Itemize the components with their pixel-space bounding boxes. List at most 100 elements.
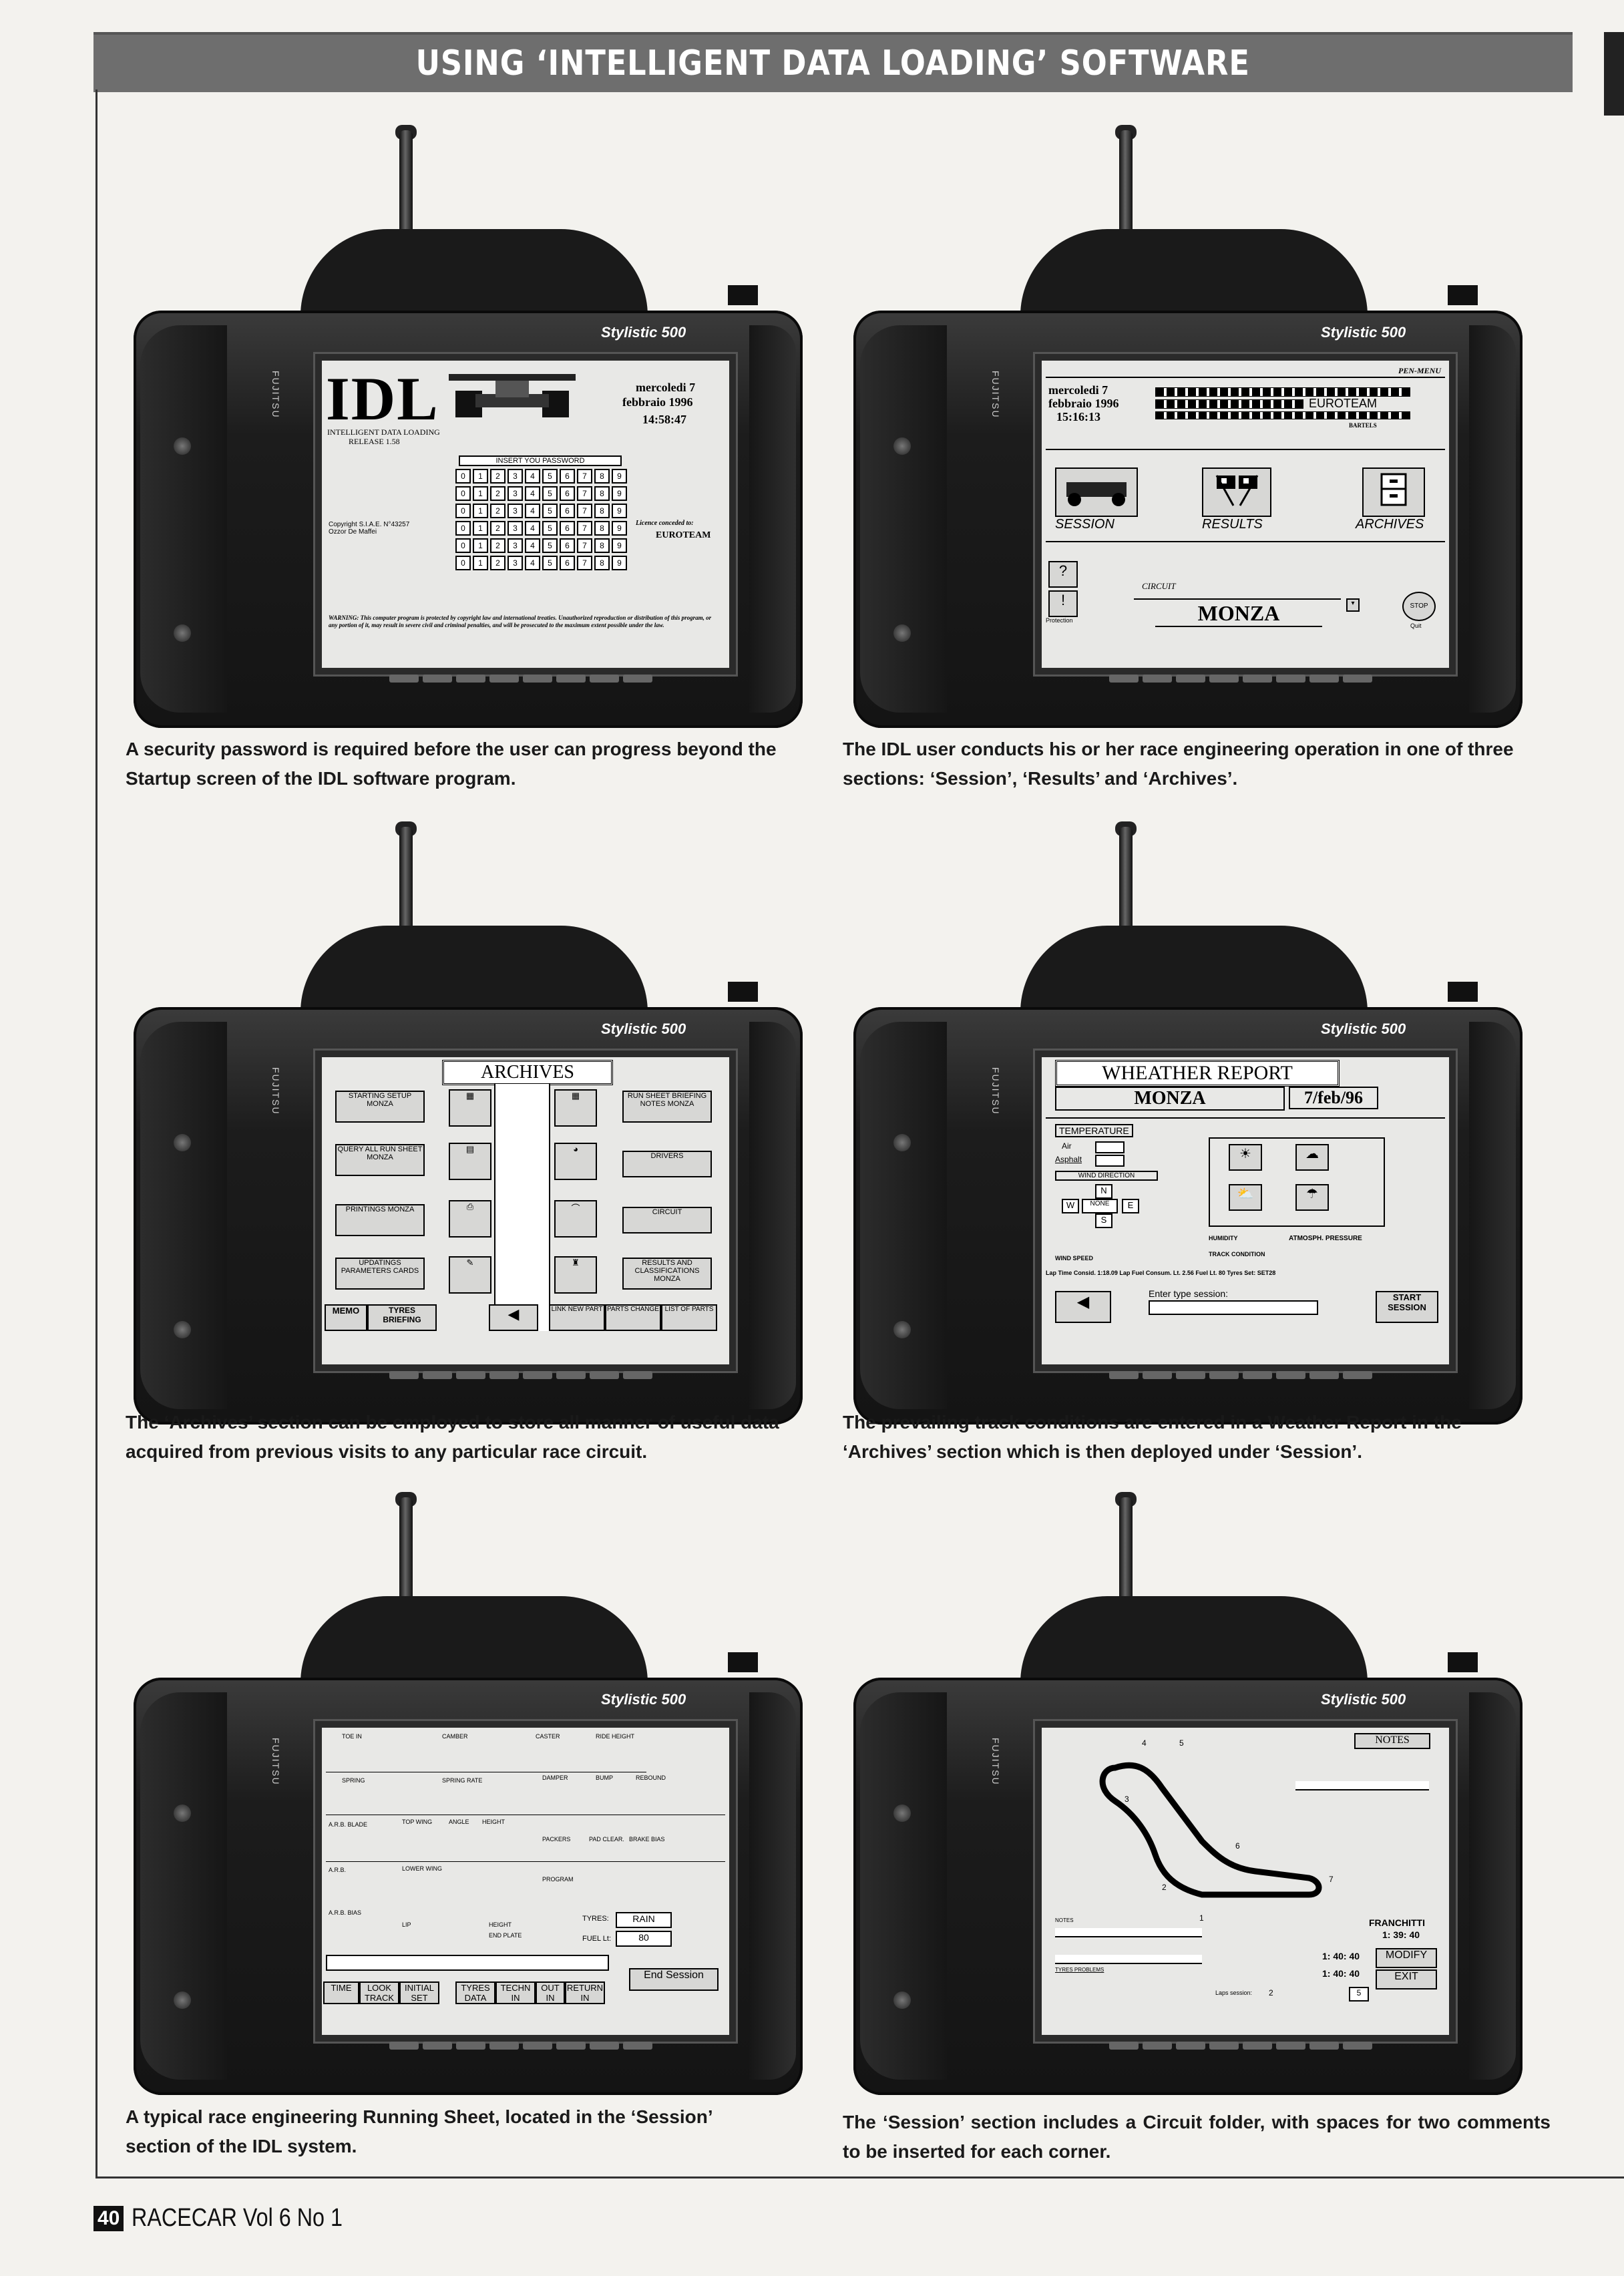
list-of-parts-button[interactable]: LIST OF PARTS [661, 1304, 717, 1331]
keypad-digit[interactable]: 6 [560, 556, 575, 570]
keypad-digit[interactable]: 0 [455, 556, 471, 570]
quit-button[interactable]: STOP [1402, 592, 1436, 621]
keypad-digit[interactable]: 4 [525, 556, 540, 570]
keypad-digit[interactable]: 8 [594, 469, 610, 484]
end-session-button[interactable]: End Session [629, 1968, 719, 1991]
printings-button[interactable]: PRINTINGS MONZA [335, 1204, 425, 1236]
keypad-digit[interactable]: 5 [542, 521, 558, 536]
keypad-digit[interactable]: 2 [490, 486, 505, 501]
keypad-digit[interactable]: 8 [594, 538, 610, 553]
updatings-button[interactable]: UPDATINGS PARAMETERS CARDS [335, 1258, 425, 1290]
podium-icon[interactable]: ♜ [554, 1256, 597, 1294]
keypad-digit[interactable]: 8 [594, 486, 610, 501]
back-arrow-icon[interactable]: ◀ [489, 1304, 538, 1331]
partly-cloudy-icon[interactable]: ⛅ [1229, 1184, 1262, 1211]
keypad-digit[interactable]: 3 [508, 504, 523, 518]
keypad-digit[interactable]: 6 [560, 469, 575, 484]
keypad-digit[interactable]: 5 [542, 556, 558, 570]
keypad-digit[interactable]: 9 [612, 556, 627, 570]
query-run-sheet-button[interactable]: QUERY ALL RUN SHEET MONZA [335, 1144, 425, 1176]
soft-buttons[interactable] [1040, 1371, 1441, 1384]
keypad-digit[interactable]: 4 [525, 521, 540, 536]
keypad-digit[interactable]: 2 [490, 504, 505, 518]
keypad-digit[interactable]: 9 [612, 469, 627, 484]
wind-east[interactable]: E [1122, 1199, 1139, 1213]
keypad-digit[interactable]: 0 [455, 469, 471, 484]
look-track-button[interactable]: LOOK TRACK [359, 1981, 399, 2004]
initial-set-button[interactable]: INITIAL SET [399, 1981, 439, 2004]
keypad-digit[interactable]: 3 [508, 538, 523, 553]
back-arrow-icon[interactable]: ◀ [1055, 1291, 1111, 1323]
cloud-icon[interactable]: ☁ [1295, 1144, 1329, 1171]
position-field[interactable]: 5 [1349, 1987, 1369, 2002]
soft-buttons[interactable] [321, 2042, 721, 2055]
circuit-dropdown[interactable]: ▾ [1346, 598, 1360, 612]
keypad-digit[interactable]: 1 [473, 504, 488, 518]
keypad-digit[interactable]: 5 [542, 538, 558, 553]
keypad-digit[interactable]: 8 [594, 504, 610, 518]
results-classifications-button[interactable]: RESULTS AND CLASSIFICATIONS MONZA [622, 1258, 712, 1290]
run-sheet-briefing-button[interactable]: RUN SHEET BRIEFING NOTES MONZA [622, 1091, 712, 1123]
comment-input[interactable] [326, 1955, 609, 1971]
keypad-digit[interactable]: 1 [473, 486, 488, 501]
keypad-digit[interactable]: 7 [577, 556, 592, 570]
building-icon[interactable]: ▦ [449, 1089, 491, 1127]
comment-field[interactable] [1295, 1781, 1429, 1790]
keypad-digit[interactable]: 0 [455, 521, 471, 536]
wind-none[interactable]: NONE [1082, 1199, 1118, 1213]
starting-setup-button[interactable]: STARTING SETUP MONZA [335, 1091, 425, 1123]
session-type-input[interactable] [1149, 1300, 1318, 1315]
memo-button[interactable]: MEMO [325, 1304, 367, 1331]
time-button[interactable]: TIME [323, 1981, 359, 2004]
calculator-icon[interactable]: ▦ [554, 1089, 597, 1127]
session-button[interactable] [1055, 467, 1138, 517]
soft-buttons[interactable] [321, 1371, 721, 1384]
return-in-button[interactable]: RETURN IN [565, 1981, 605, 2004]
spreadsheet-icon[interactable]: ▤ [449, 1143, 491, 1180]
start-session-button[interactable]: START SESSION [1376, 1291, 1438, 1323]
keypad-digit[interactable]: 5 [542, 504, 558, 518]
keypad-digit[interactable]: 4 [525, 538, 540, 553]
rain-icon[interactable]: ☂ [1295, 1184, 1329, 1211]
keypad-digit[interactable]: 9 [612, 538, 627, 553]
fuel-field[interactable]: 80 [616, 1931, 672, 1947]
wind-north[interactable]: N [1095, 1184, 1112, 1199]
keypad-digit[interactable]: 3 [508, 521, 523, 536]
asphalt-temp-field[interactable] [1095, 1155, 1125, 1167]
keypad-digit[interactable]: 6 [560, 521, 575, 536]
keypad-digit[interactable]: 1 [473, 538, 488, 553]
wind-south[interactable]: S [1095, 1213, 1112, 1228]
circuit-button[interactable]: CIRCUIT [622, 1207, 712, 1234]
keypad-digit[interactable]: 0 [455, 504, 471, 518]
keypad-digit[interactable]: 9 [612, 486, 627, 501]
keypad-digit[interactable]: 8 [594, 556, 610, 570]
sun-icon[interactable]: ☀ [1229, 1144, 1262, 1171]
soft-buttons[interactable] [1040, 2042, 1441, 2055]
keypad-digit[interactable]: 7 [577, 469, 592, 484]
techn-in-button[interactable]: TECHN IN [495, 1981, 536, 2004]
soft-buttons[interactable] [1040, 675, 1441, 688]
parts-change-button[interactable]: PARTS CHANGE [605, 1304, 661, 1331]
link-new-part-button[interactable]: LINK NEW PART [549, 1304, 605, 1331]
modify-button[interactable]: MODIFY [1376, 1948, 1437, 1968]
keypad-digit[interactable]: 6 [560, 504, 575, 518]
keypad-digit[interactable]: 1 [473, 521, 488, 536]
keypad-digit[interactable]: 1 [473, 469, 488, 484]
keypad-digit[interactable]: 0 [455, 538, 471, 553]
comment-field[interactable] [1055, 1955, 1202, 1964]
keypad-digit[interactable]: 3 [508, 486, 523, 501]
cards-icon[interactable]: ✎ [449, 1256, 491, 1294]
circuit-field[interactable]: MONZA [1155, 601, 1322, 627]
keypad-digit[interactable]: 3 [508, 556, 523, 570]
drivers-button[interactable]: DRIVERS [622, 1151, 712, 1177]
protection-button[interactable]: ! [1048, 590, 1078, 617]
keypad-digit[interactable]: 7 [577, 504, 592, 518]
keypad-digit[interactable]: 0 [455, 486, 471, 501]
out-in-button[interactable]: OUT IN [536, 1981, 565, 2004]
keypad-digit[interactable]: 1 [473, 556, 488, 570]
